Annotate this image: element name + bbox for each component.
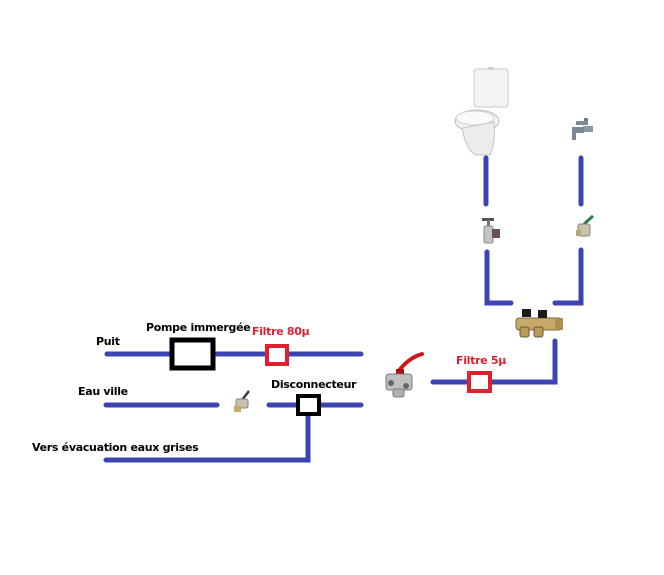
three-way-valve-icon (385, 352, 424, 398)
manifold-valve-icon (515, 309, 563, 338)
toilet-icon (454, 67, 509, 156)
label-city-water: Eau ville (78, 385, 128, 398)
pipe-manifold-to-tap-valve (552, 247, 584, 306)
label-pump: Pompe immergée (146, 321, 251, 334)
angle-valve-icon (482, 218, 500, 244)
label-well: Puit (96, 335, 120, 348)
pipe-grey-water-drain (103, 413, 311, 463)
pump-box (169, 337, 216, 371)
label-grey-water-drain: Vers évacuation eaux grises (32, 441, 199, 454)
ball-valve-icon-tap (576, 214, 594, 237)
filter-5-box (467, 371, 492, 393)
pipe-manifold-to-toilet-valve (484, 249, 514, 306)
tap-icon (572, 118, 593, 140)
label-filter-80: Filtre 80µ (252, 325, 310, 338)
disconnector-box (296, 394, 321, 416)
pipe-filter5-to-manifold (488, 338, 558, 385)
ball-valve-icon-city (234, 390, 250, 412)
filter-80-box (265, 344, 289, 366)
label-filter-5: Filtre 5µ (456, 354, 507, 367)
label-disconnector: Disconnecteur (271, 378, 357, 391)
pipes (103, 155, 584, 463)
